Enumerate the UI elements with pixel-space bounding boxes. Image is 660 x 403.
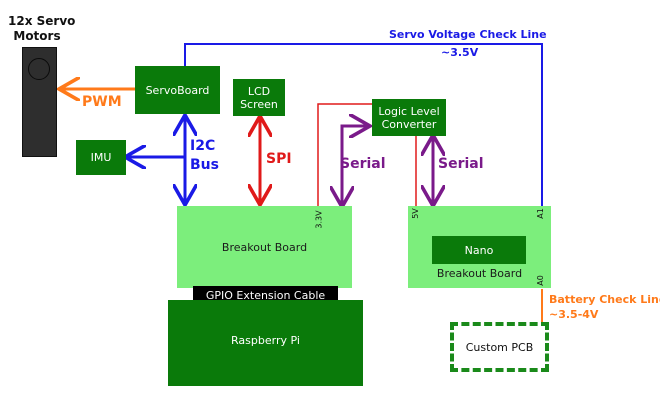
gpio-extension-cable: GPIO Extension Cable: [193, 286, 338, 304]
lcd-screen: LCD Screen: [233, 79, 285, 116]
breakout-board-right: Breakout Board: [408, 206, 551, 288]
servoboard-label: ServoBoard: [145, 83, 210, 97]
breakout-left-label: Breakout Board: [221, 240, 308, 254]
servo-motors-title-line1: 12x Servo: [8, 14, 76, 28]
servo-motor-horn-icon: [28, 58, 50, 80]
lcd-label-line1: LCD: [247, 84, 271, 98]
servo-motors-title: 12x Servo Motors: [8, 14, 76, 44]
i2c-label-line1: I2C: [190, 138, 216, 154]
servo-voltage-value: ~3.5V: [441, 46, 479, 59]
pin-a1-label: A1: [535, 208, 545, 219]
battery-check-value: ~3.5-4V: [549, 308, 599, 321]
logic-label-line1: Logic Level: [378, 104, 440, 118]
raspberry-pi-label: Raspberry Pi: [231, 333, 300, 347]
imu-label: IMU: [90, 151, 112, 164]
servo-motors-title-line2: Motors: [13, 29, 61, 43]
nano-label: Nano: [464, 243, 494, 257]
pin-3v3-label: 3.3V: [314, 210, 324, 229]
serial-left-label: Serial: [340, 156, 386, 172]
serial-left-arrow: [342, 126, 367, 204]
imu: IMU: [76, 140, 126, 175]
pin-a0-label: A0: [535, 275, 545, 286]
logic-label-line2: Converter: [381, 117, 437, 131]
raspberry-pi: Raspberry Pi: [168, 300, 363, 386]
i2c-label-line2: Bus: [190, 157, 219, 173]
breakout-board-left: Breakout Board: [177, 206, 352, 288]
serial-right-label: Serial: [438, 156, 484, 172]
servoboard: ServoBoard: [135, 66, 220, 114]
gpio-cable-label: GPIO Extension Cable: [205, 288, 326, 302]
pin-5v-label: 5V: [410, 208, 420, 219]
battery-check-title: Battery Check Line: [549, 293, 660, 306]
i2c-label: I2C Bus: [190, 137, 219, 175]
breakout-right-label: Breakout Board: [436, 267, 523, 280]
servo-voltage-wire: [184, 43, 543, 206]
nano: Nano: [432, 236, 526, 264]
servo-voltage-title: Servo Voltage Check Line: [389, 28, 547, 41]
custom-pcb: Custom PCB: [450, 322, 549, 372]
logic-level-converter: Logic Level Converter: [372, 99, 446, 136]
lcd-label-line2: Screen: [240, 97, 278, 111]
spi-label: SPI: [266, 151, 292, 167]
pwm-label: PWM: [82, 94, 122, 110]
wire-3v3: [317, 103, 372, 206]
custom-pcb-label: Custom PCB: [465, 340, 534, 354]
